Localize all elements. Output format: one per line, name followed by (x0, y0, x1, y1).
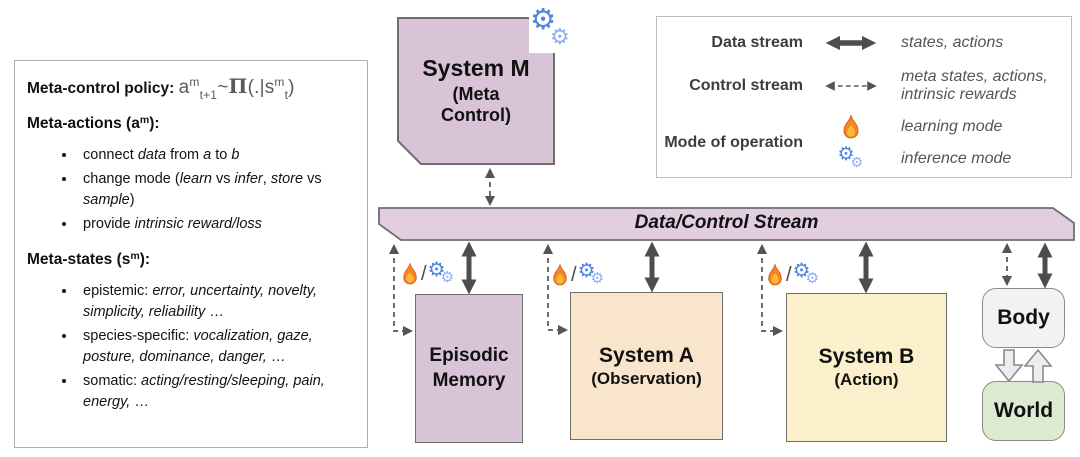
legend-inference-mode-desc: inference mode (901, 149, 1012, 167)
system-b-box: System B (Action) (786, 293, 947, 442)
meta-states-heading: Meta-states (sm): (27, 250, 151, 269)
gears-icon: ⚙⚙ (427, 259, 455, 286)
episodic-memory-box: Episodic Memory (415, 294, 523, 443)
mode-separator: / (571, 263, 577, 286)
world-title: World (993, 399, 1054, 422)
body-box: Body (982, 288, 1065, 348)
list-item: provide intrinsic reward/loss (77, 214, 355, 235)
system-a-box: System A (Observation) (570, 292, 723, 440)
policy-formula: amt+1~Π(.|smt) (178, 74, 295, 102)
body-title: Body (997, 306, 1050, 329)
system-m-shape (397, 17, 555, 165)
list-item: change mode (learn vs infer, store vs sa… (77, 169, 355, 211)
system-m-title: System M (422, 55, 530, 82)
up-block-arrow-icon (1023, 349, 1053, 383)
meta-actions-list: connect data from a to b change mode (le… (27, 145, 355, 235)
gears-icon: ⚙⚙ (792, 260, 820, 287)
data-control-stream-bar: Data/Control Stream (378, 207, 1075, 241)
system-m-subtitle: (Meta Control) (441, 84, 511, 125)
legend-data-stream-label: Data stream (711, 34, 803, 51)
meta-control-notes-panel: Meta-control policy: amt+1~Π(.|smt) Meta… (14, 60, 368, 448)
legend-data-stream-desc: states, actions (901, 33, 1004, 51)
episodic-mode-icons: / ⚙⚙ (401, 259, 455, 287)
list-item: epistemic: error, uncertainty, novelty, … (77, 281, 355, 323)
system-a-title: System A (599, 343, 694, 367)
legend-learning-mode-desc: learning mode (901, 117, 1003, 135)
world-box: World (982, 381, 1065, 441)
legend-control-stream-label: Control stream (689, 77, 803, 94)
mode-separator: / (421, 262, 427, 285)
legend-control-stream-desc: meta states, actions, intrinsic rewards (901, 67, 1048, 103)
flame-icon (553, 264, 567, 286)
system-b-subtitle: (Action) (834, 370, 899, 389)
stream-bar-label: Data/Control Stream (634, 212, 819, 233)
gears-icon: ⚙⚙ (577, 260, 605, 287)
down-block-arrow-icon (994, 349, 1024, 383)
legend-panel: Data stream states, actions Control stre… (656, 16, 1072, 178)
system-b-title: System B (818, 345, 915, 368)
mode-separator: / (786, 263, 792, 286)
system-a-mode-icons: / ⚙⚙ (551, 260, 605, 288)
meta-states-list: epistemic: error, uncertainty, novelty, … (27, 281, 355, 413)
flame-icon (768, 264, 782, 286)
list-item: somatic: acting/resting/sleeping, pain, … (77, 371, 355, 413)
policy-label: Meta-control policy: (27, 80, 179, 97)
body-world-block-arrows (994, 349, 1053, 383)
stream-bar-shape (378, 207, 1075, 241)
system-b-mode-icons: / ⚙⚙ (766, 260, 820, 288)
gears-icon: ⚙⚙ (837, 144, 864, 170)
meta-control-policy-line: Meta-control policy: amt+1~Π(.|smt) (27, 74, 355, 102)
solid-double-arrow-icon (811, 34, 891, 52)
episodic-memory-title: Episodic Memory (429, 344, 509, 391)
system-m-inference-gears-icon: ⚙ ⚙ (529, 6, 575, 53)
system-a-subtitle: (Observation) (591, 368, 702, 388)
dashed-double-arrow-icon (811, 79, 891, 93)
flame-icon (811, 114, 891, 140)
flame-icon (403, 263, 417, 285)
list-item: connect data from a to b (77, 145, 355, 166)
list-item: species-specific: vocalization, gaze, po… (77, 326, 355, 368)
system-m-box: System M (Meta Control) (397, 17, 555, 165)
legend-mode-label: Mode of operation (664, 134, 803, 151)
meta-actions-heading: Meta-actions (am): (27, 114, 160, 132)
